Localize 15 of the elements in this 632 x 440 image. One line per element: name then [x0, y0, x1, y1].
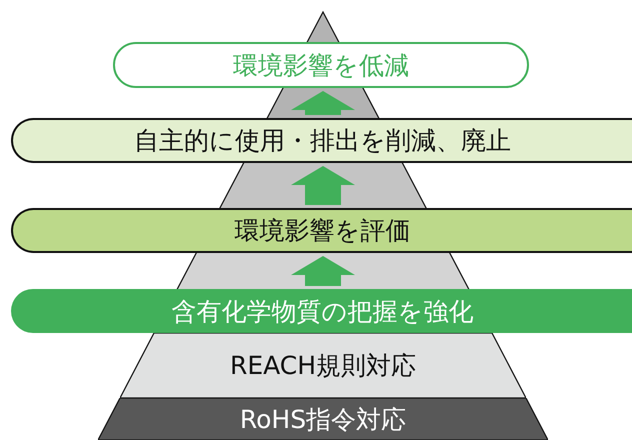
label-text: REACH規則対応: [230, 350, 416, 382]
block-arrow: [291, 166, 355, 205]
step-pill: [11, 289, 632, 333]
label-text: 自主的に使用・排出を削減、廃止: [134, 125, 511, 157]
step-pill: [11, 118, 632, 163]
block-arrow: [291, 256, 355, 286]
label-text: 環境影響を低減: [233, 50, 409, 82]
step-pill: [11, 208, 632, 253]
label-text: RoHS指令対応: [240, 404, 406, 436]
block-arrow: [291, 91, 355, 115]
pyramid-band: [120, 333, 526, 398]
label-text: 環境影響を評価: [234, 215, 410, 247]
pyramid-band: [98, 398, 548, 440]
label-text: 含有化学物質の把握を強化: [172, 296, 474, 328]
goal-pill: [113, 42, 529, 88]
